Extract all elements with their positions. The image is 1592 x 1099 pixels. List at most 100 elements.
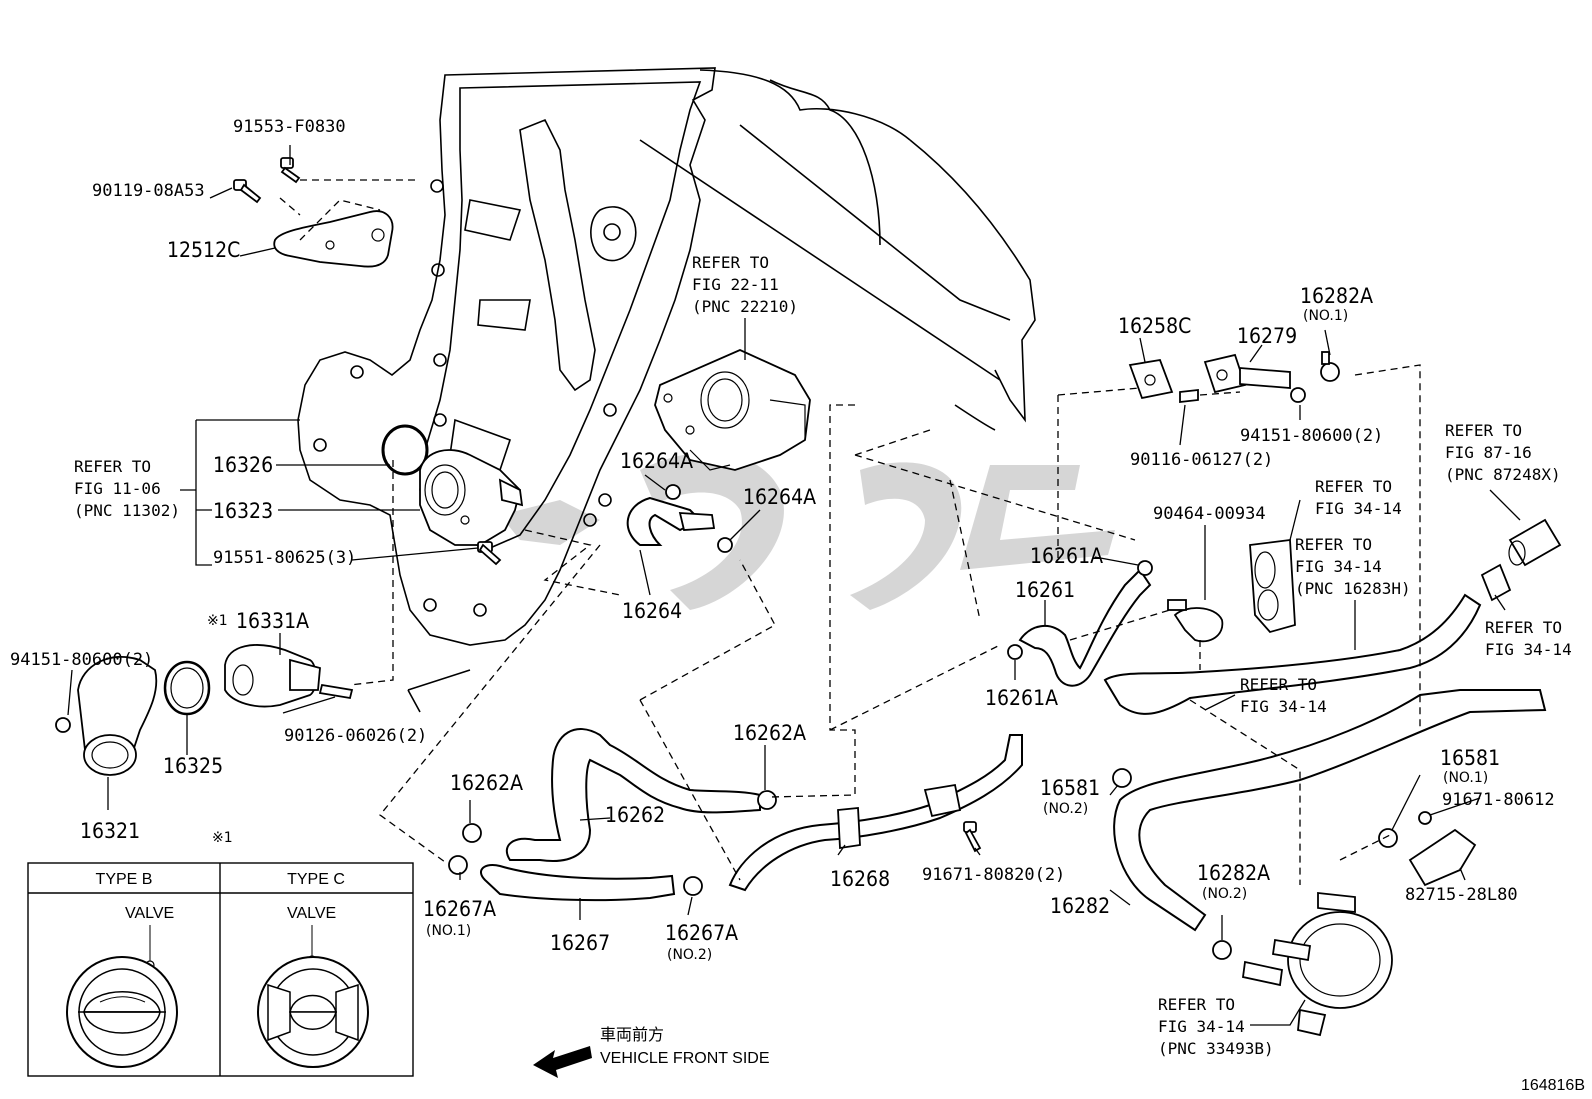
gasket-16258C [1128, 358, 1174, 400]
clamp-16261A-2 [1007, 644, 1023, 660]
ref-fig34-b-line2: FIG 34-14 [1295, 557, 1382, 576]
label-16282: 16282 [1050, 894, 1110, 918]
label-16261A-2: 16261A [985, 686, 1058, 710]
label-12512C: 12512C [167, 238, 240, 262]
label-16268: 16268 [830, 867, 890, 891]
label-16261: 16261 [1015, 578, 1075, 602]
bolt-91671-80820 [963, 821, 982, 853]
label-16581-left: 16581 [1040, 776, 1100, 800]
thermostat-type-legend: ※1 TYPE B TYPE C VALVE VALVE [27, 830, 414, 1077]
nut-94151-left [55, 717, 71, 733]
ref-fig34-e-line1: REFER TO [1158, 995, 1235, 1014]
hose-16261 [1018, 568, 1152, 687]
ref-fig34-d-line1: REFER TO [1240, 675, 1317, 694]
ref-fig87-line2: FIG 87-16 [1445, 443, 1532, 462]
bracket-12512C [273, 210, 394, 268]
clamp-16267A-1 [448, 855, 468, 875]
clamp-16261A-1 [1137, 560, 1153, 576]
thermostat-16331A [224, 644, 321, 708]
clamp-16264A-1 [665, 484, 681, 500]
part-ref-87248X [1508, 518, 1562, 567]
label-16581-left-no2: (NO.2) [1043, 801, 1088, 817]
bracket-82715 [1408, 828, 1477, 887]
pipe-16268 [728, 734, 1023, 892]
label-90116: 90116-06127(2) [1130, 450, 1273, 470]
hose-16262 [505, 728, 761, 862]
ref-fig34-a-line2: FIG 34-14 [1315, 499, 1402, 518]
oil-cooler-ref [1241, 891, 1393, 1037]
bolt-91551 [477, 541, 502, 566]
label-90126: 90126-06026(2) [284, 726, 427, 746]
figure-id: 164816B [1521, 1077, 1585, 1094]
bolt-90119 [233, 179, 262, 204]
gasket-16325 [163, 660, 211, 716]
label-16262A-2: 16262A [450, 771, 523, 795]
label-16264A-1: 16264A [620, 449, 693, 473]
legend-mark: ※1 [212, 830, 233, 846]
front-label-jp: 車両前方 [600, 1026, 664, 1044]
clamp-16267A-2 [683, 876, 703, 896]
label-16262A-1: 16262A [733, 721, 806, 745]
ref-fig34-e-line3: (PNC 33493B) [1158, 1039, 1274, 1058]
label-16282A-bot-no2: (NO.2) [1202, 886, 1247, 902]
vehicle-front-indicator: 車両前方 VEHICLE FRONT SIDE [533, 1026, 770, 1078]
ref-fig11-line3: (PNC 11302) [74, 501, 180, 520]
throttle-body [654, 349, 811, 471]
label-16321: 16321 [80, 819, 140, 843]
label-91551: 91551-80625(3) [213, 548, 356, 568]
stud-90116 [1179, 388, 1199, 404]
ref-fig22-line1: REFER TO [692, 253, 769, 272]
label-16331A: 16331A [236, 609, 309, 633]
clip-ref-34-14 [1480, 563, 1512, 602]
hose-16267 [480, 864, 676, 902]
stud-90126 [318, 683, 354, 700]
ref-fig34-a-line1: REFER TO [1315, 477, 1392, 496]
ref-fig11-line1: REFER TO [74, 457, 151, 476]
mark-1-thermostat: ※1 [207, 613, 228, 629]
label-94151-right: 94151-80600(2) [1240, 426, 1383, 446]
nut-94151-right [1290, 387, 1306, 403]
bolt-91671-80612 [1418, 811, 1432, 825]
thermostat-type-c-icon [257, 925, 369, 1068]
label-91671-80820: 91671-80820(2) [922, 865, 1065, 885]
label-82715: 82715-28L80 [1405, 885, 1518, 905]
label-16323: 16323 [213, 499, 273, 523]
ref-fig34-c-line1: REFER TO [1485, 618, 1562, 637]
legend-type-b: TYPE B [96, 871, 153, 888]
label-16282A-top-no1: (NO.1) [1303, 308, 1348, 324]
label-16258C: 16258C [1118, 314, 1191, 338]
label-94151-left: 94151-80600(2) [10, 650, 153, 670]
label-90464: 90464-00934 [1153, 504, 1266, 524]
label-16264A-2: 16264A [743, 485, 816, 509]
clamp-16282A-top [1320, 351, 1340, 382]
ref-fig34-c-line2: FIG 34-14 [1485, 640, 1572, 659]
clamp-90464 [1167, 599, 1224, 643]
label-16262: 16262 [605, 803, 665, 827]
label-16282A-bot: 16282A [1197, 861, 1270, 885]
ref-fig87-line3: (PNC 87248X) [1445, 465, 1561, 484]
label-16267A-2: 16267A [665, 921, 738, 945]
label-16282A-top: 16282A [1300, 284, 1373, 308]
housing-16323 [419, 449, 524, 546]
front-label-en: VEHICLE FRONT SIDE [600, 1050, 770, 1067]
label-91671-80612: 91671-80612 [1442, 790, 1555, 810]
label-16267A-1-no1: (NO.1) [426, 923, 471, 939]
hose-upper-16283H [1103, 593, 1482, 715]
clamp-16581-left [1112, 768, 1132, 788]
clamp-16581-right [1378, 828, 1398, 848]
label-16261A-1: 16261A [1030, 544, 1103, 568]
clamp-16282A-bot [1212, 940, 1232, 960]
label-16267: 16267 [550, 931, 610, 955]
label-16279: 16279 [1237, 324, 1297, 348]
clamp-16264A-2 [717, 537, 733, 553]
ref-fig34-d-line2: FIG 34-14 [1240, 697, 1327, 716]
ref-fig22-line2: FIG 22-11 [692, 275, 779, 294]
part-labels: 91553-F0830 90119-08A53 12512C REFER TO … [10, 117, 1572, 1058]
label-16581-right: 16581 [1440, 746, 1500, 770]
ref-fig11-line2: FIG 11-06 [74, 479, 161, 498]
legend-valve-c: VALVE [287, 905, 336, 922]
label-16267A-1: 16267A [423, 897, 496, 921]
label-16325: 16325 [163, 754, 223, 778]
label-16326: 16326 [213, 453, 273, 477]
